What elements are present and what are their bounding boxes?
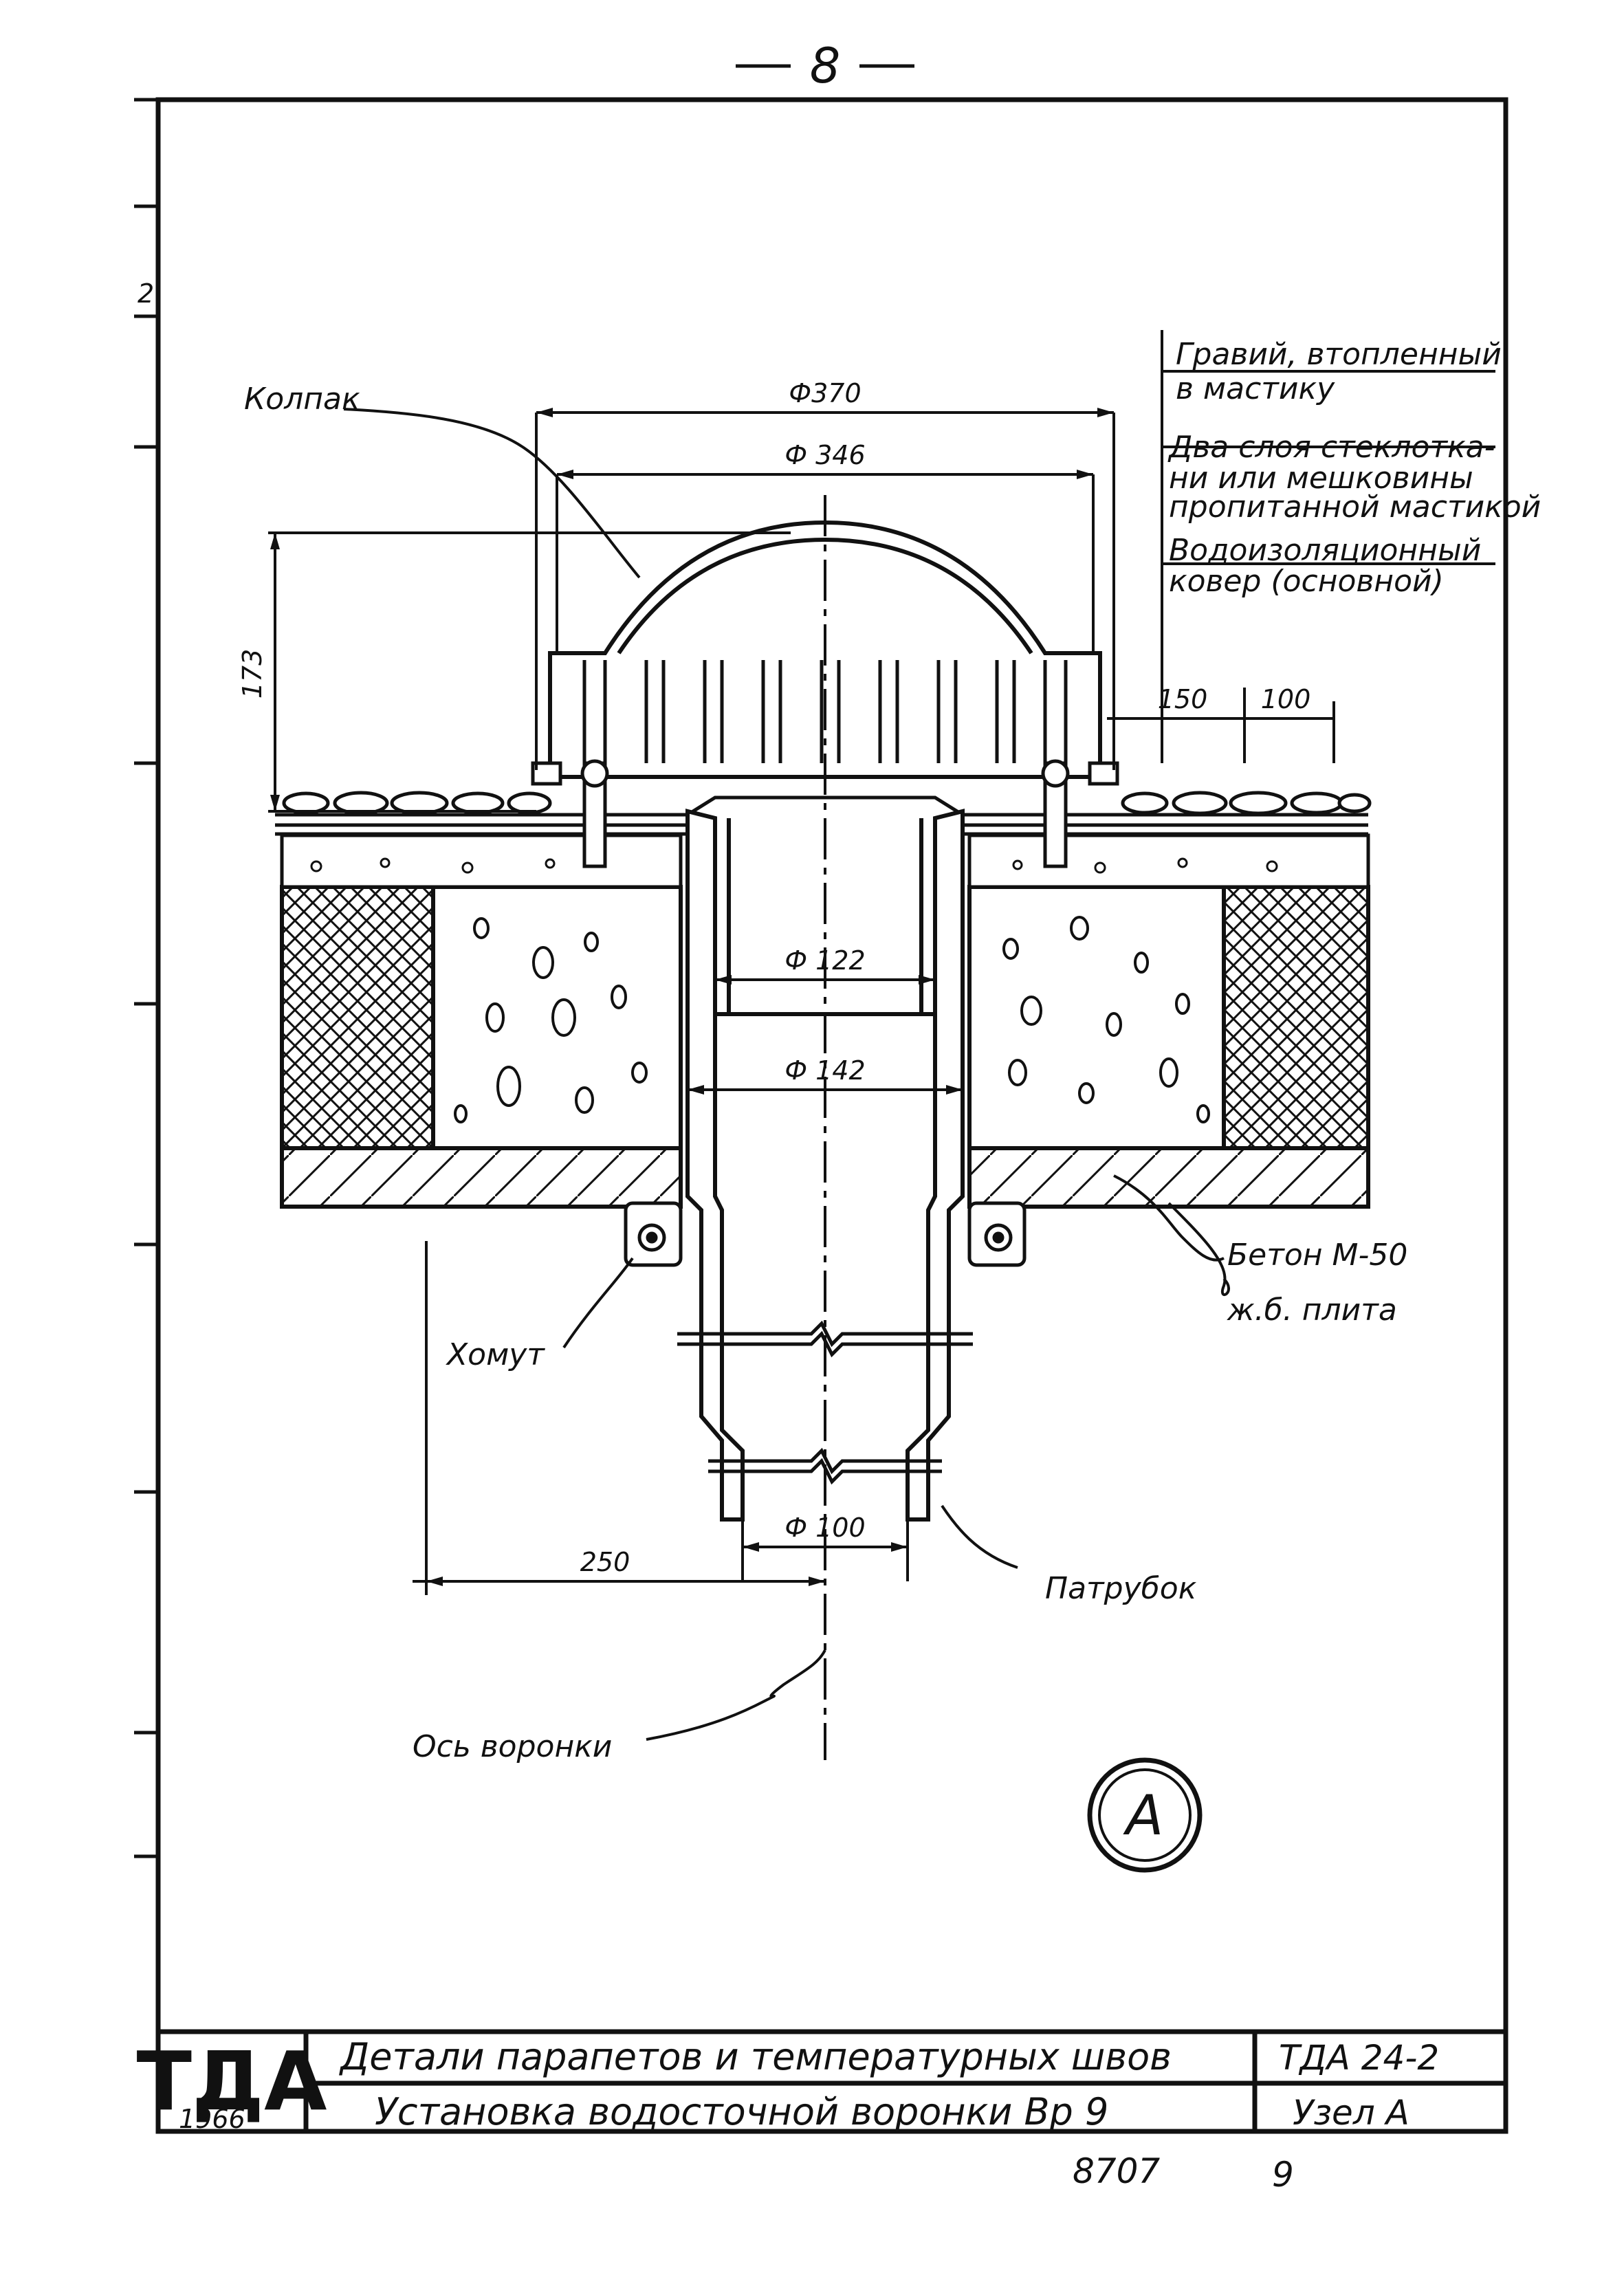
gravel [282,791,1372,815]
dim-w150: 150 [1158,684,1208,714]
side-mark: 2 [138,278,154,309]
dim-d370: Ф370 [789,378,861,408]
margin-ticks [134,98,158,1858]
rc-slab-left [280,1146,683,1209]
label-fabric-2: ни или мешковины [1169,461,1473,496]
label-cap: Колпак [244,382,360,417]
label-branch-pipe: Патрубок [1045,1571,1197,1606]
footer-inventory: 8707 [1073,2151,1160,2191]
label-gravel-2: в мастику [1176,371,1335,406]
dim-w250: 250 [580,1547,630,1577]
page-number: 8 [736,38,914,94]
pipe-break-marks [677,1320,973,1485]
label-carpet-1: Водоизоляционный [1169,533,1481,568]
screed-right [967,833,1370,889]
concrete-left [431,885,683,1150]
title-block [158,2029,1506,2131]
concrete-aggregate [454,916,1210,1123]
screed-left [280,833,683,889]
node-mark-letter: А [1123,1783,1164,1847]
node-mark: А [1087,1757,1203,1873]
title-series: ТДА 24-2 [1279,2038,1439,2078]
footer-sheet: 9 [1272,2155,1294,2195]
dim-d142: Ф 142 [784,1055,865,1086]
title-year: 1966 [179,2104,245,2134]
insulation-left [280,885,435,1150]
roofing-layers [275,795,1368,836]
title-node: Узел А [1293,2093,1409,2133]
label-gravel-1: Гравий, втопленный [1176,337,1502,372]
title-sub: Установка водосточной воронки Вр 9 [375,2090,1108,2133]
title-main: Детали парапетов и температурных швов [339,2035,1172,2078]
concrete-right [967,885,1226,1150]
label-clamp: Хомут [446,1337,545,1372]
cap-ribs [582,660,1068,770]
dim-w100: 100 [1261,684,1311,714]
dim-h173: 173 [237,649,267,699]
dim-d122: Ф 122 [784,945,865,976]
clamp-left [624,1201,683,1267]
dimension-arrows [270,408,1114,1586]
title-logo: ТДА [137,2034,327,2129]
rc-slab-right [967,1146,1370,1209]
label-fabric-3: пропитанной мастикой [1169,490,1541,525]
drawing-frame [155,97,1508,2134]
cap-bolts [531,759,1119,868]
page-number-text: 8 [810,38,841,94]
label-funnel-axis: Ось воронки [413,1729,612,1764]
leader-lines [343,370,1495,1741]
label-concrete: Бетон М-50 [1227,1238,1407,1273]
clamp-right [967,1201,1027,1267]
label-carpet-2: ковер (основной) [1169,564,1444,599]
dimension-lines [268,330,1335,1595]
screed-dots [310,857,1278,874]
label-fabric-1: Два слоя стеклотка- [1167,430,1495,465]
insulation-right [1222,885,1370,1150]
dim-d100: Ф 100 [784,1513,865,1543]
dim-d346: Ф 346 [784,440,865,470]
label-slab: ж.б. плита [1227,1293,1397,1328]
